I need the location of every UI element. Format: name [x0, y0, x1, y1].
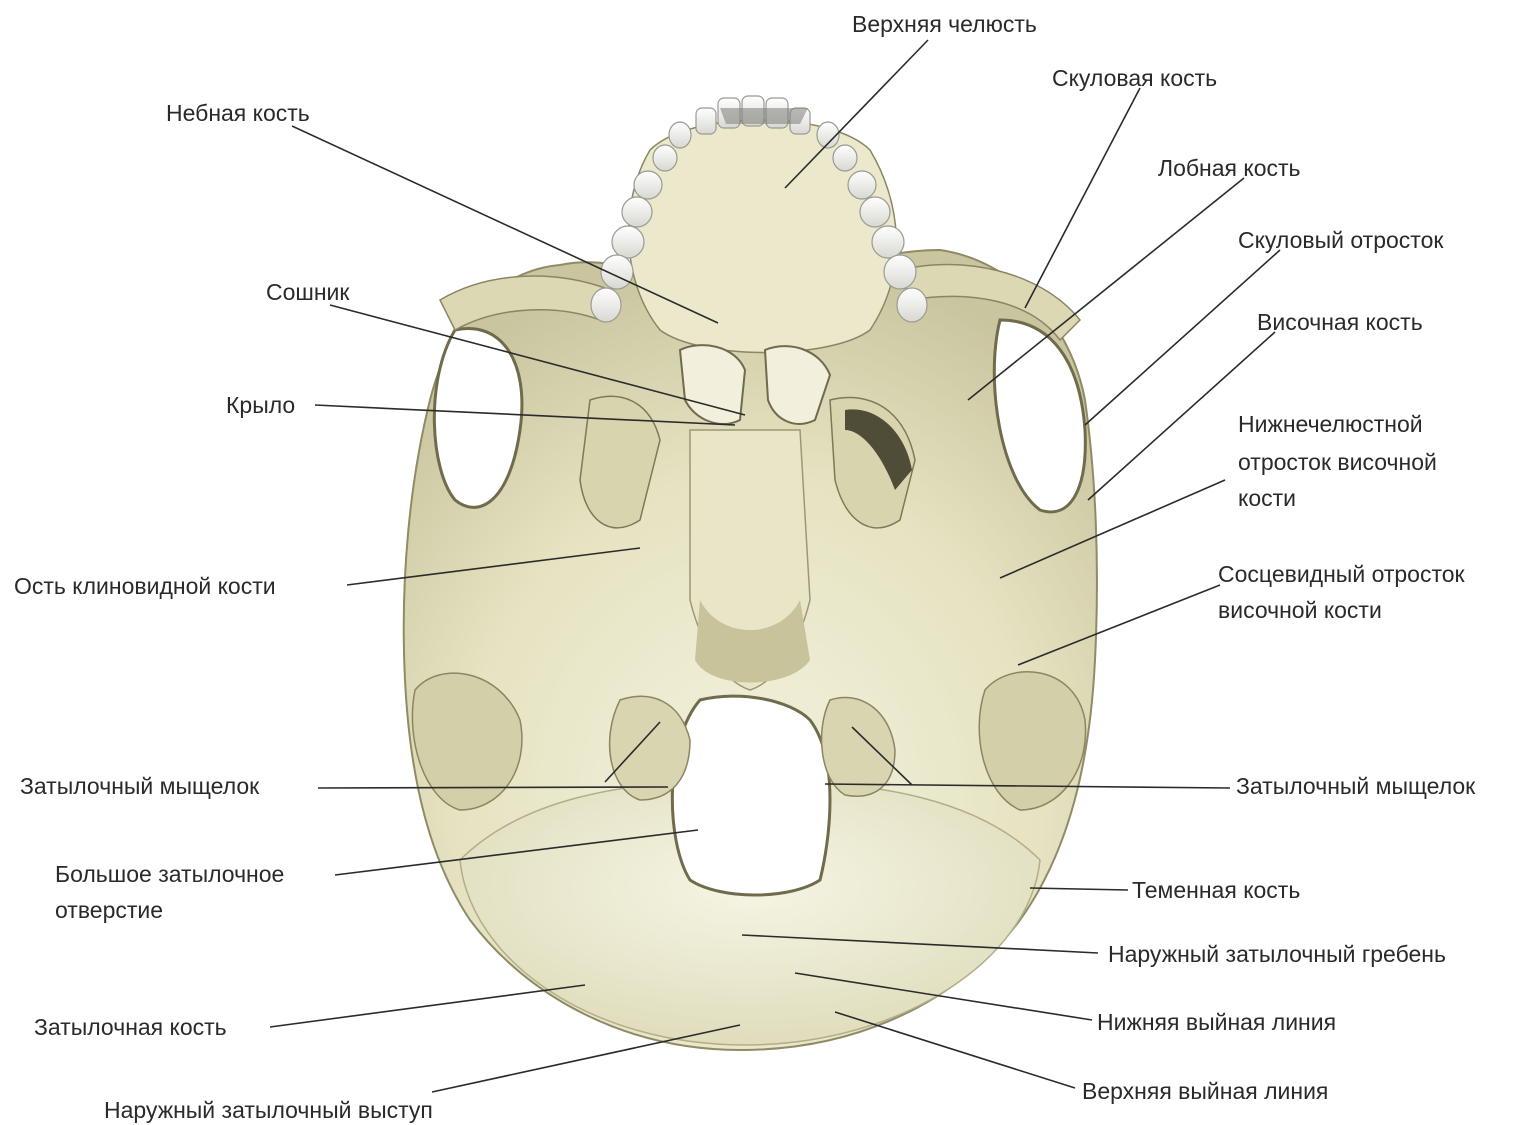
- label-zygomatic-process: Скуловый отросток: [1238, 227, 1444, 253]
- label-maxilla: Верхняя челюсть: [852, 11, 1037, 37]
- label-inferior-nuchal-line: Нижняя выйная линия: [1097, 1009, 1336, 1035]
- incisor-shadow: [720, 108, 808, 124]
- label-foramen-magnum-line1: Большое затылочное: [55, 861, 284, 887]
- label-palatine-bone: Небная кость: [166, 100, 310, 126]
- label-mastoid-process-line2: височной кости: [1218, 597, 1382, 623]
- label-wing: Крыло: [226, 392, 295, 418]
- label-zygomatic-bone: Скуловая кость: [1052, 65, 1217, 91]
- label-occipital-condyle-left: Затылочный мыщелок: [20, 773, 260, 799]
- label-vomer: Сошник: [266, 279, 350, 305]
- label-parietal-bone: Теменная кость: [1132, 877, 1300, 903]
- foramen-magnum-shape: [672, 696, 830, 895]
- label-foramen-magnum-line2: отверстие: [55, 897, 163, 923]
- label-occipital-condyle-right: Затылочный мыщелок: [1236, 773, 1476, 799]
- label-mandibular-process-line3: кости: [1238, 485, 1296, 511]
- skull-illustration: [404, 96, 1097, 1050]
- label-superior-nuchal-line: Верхняя выйная линия: [1082, 1078, 1328, 1104]
- label-mandibular-process-line1: Нижнечелюстной: [1238, 411, 1423, 437]
- label-external-occipital-crest: Наружный затылочный гребень: [1108, 941, 1446, 967]
- label-frontal-bone: Лобная кость: [1158, 155, 1301, 181]
- label-occipital-bone: Затылочная кость: [34, 1014, 227, 1040]
- label-mastoid-process-line1: Сосцевидный отросток: [1218, 561, 1466, 587]
- label-mandibular-process-line2: отросток височной: [1238, 449, 1437, 475]
- label-temporal-bone: Височная кость: [1257, 309, 1423, 335]
- label-external-occipital-protuberance: Наружный затылочный выступ: [104, 1097, 433, 1123]
- label-sphenoid-spine: Ость клиновидной кости: [14, 573, 276, 599]
